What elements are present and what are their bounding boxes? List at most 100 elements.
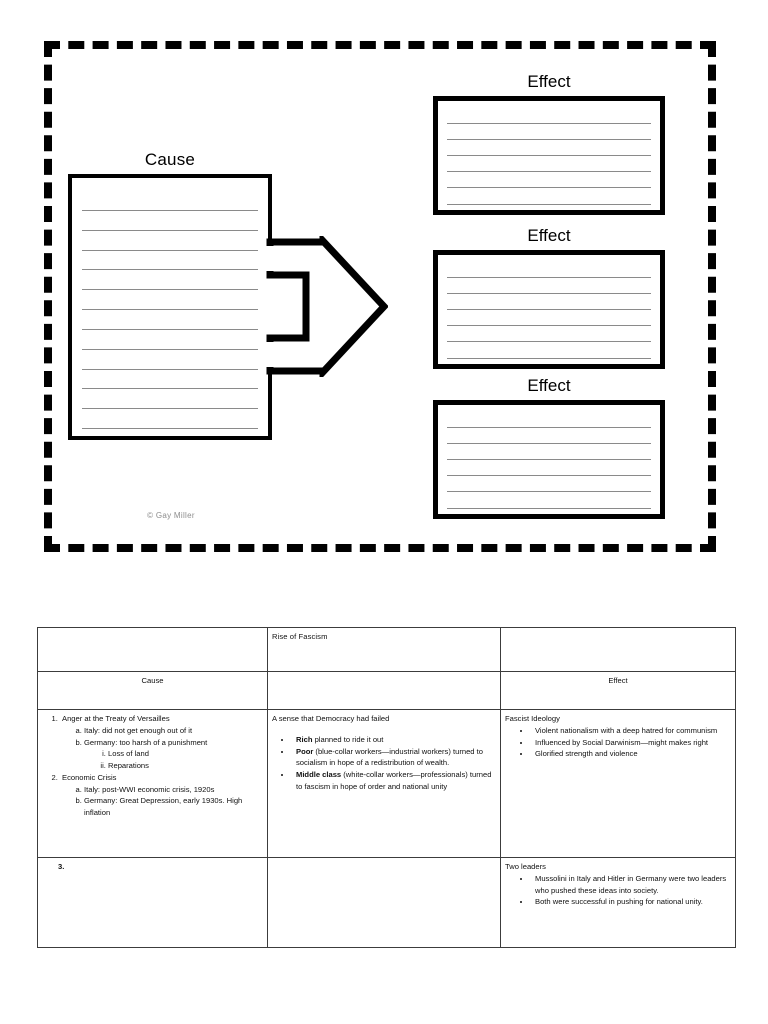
column-header-effect: Effect [500,671,736,710]
list-item: Both were successful in pushing for nati… [531,896,731,908]
ruled-line [447,325,651,326]
bullet-text: Influenced by Social Darwinism—might mak… [535,737,709,747]
bullet-text: Mussolini in Italy and Hitler in Germany… [535,873,727,895]
ruled-line [447,309,651,310]
cause-outline-list-1: Anger at the Treaty of Versailles Italy:… [42,713,263,819]
bullet-bold-lead: Middle class [296,770,342,780]
list-item: Germany: Great Depression, early 1930s. … [84,795,263,819]
effect-lead-text: Fascist Ideology [505,714,560,723]
effect-bullet-list: Violent nationalism with a deep hatred f… [505,725,731,760]
graphic-organizer-dashed-frame [44,41,716,552]
ruled-line [447,508,651,509]
cell-effect-2[interactable]: Two leaders Mussolini in Italy and Hitle… [500,857,736,948]
list-item: Italy: did not get enough out of it [84,725,263,737]
ruled-line [82,428,258,429]
list-item: Anger at the Treaty of Versailles Italy:… [60,713,263,772]
table-row: Anger at the Treaty of Versailles Italy:… [37,709,736,858]
table-row-subheader: Cause Effect [37,671,736,710]
ruled-line [82,329,258,330]
middle-bullet-list: Rich planned to ride it out Poor (blue-c… [272,734,496,793]
ruled-line [82,269,258,270]
ruled-line [447,204,651,205]
list-item: Reparations [108,760,263,772]
ruled-line [82,408,258,409]
list-item: Glorified strength and violence [531,748,731,760]
title-row-blank-left [37,627,268,672]
cause-outline-sublist: Italy: did not get enough out of it Germ… [62,725,263,772]
ruled-line [447,427,651,428]
effect-box-1-label: Effect [527,72,571,91]
ruled-line [82,289,258,290]
rise-of-fascism-notes-table: Rise of Fascism Cause Effect Anger at th… [37,627,736,948]
table-title: Rise of Fascism [267,627,501,672]
cause-box-label: Cause [144,150,196,169]
list-item: Mussolini in Italy and Hitler in Germany… [531,873,731,897]
bullet-text: Violent nationalism with a deep hatred f… [535,725,718,735]
ruled-line [447,139,651,140]
bullet-bold-lead: Rich [296,734,313,744]
outline-text: Italy: post-WWI economic crisis, 1920s [84,784,215,794]
bullet-bold-lead: Poor [296,746,314,756]
outline-text: Anger at the Treaty of Versailles [62,714,170,723]
ruled-line [447,187,651,188]
outline-text: Germany: Great Depression, early 1930s. … [84,796,243,818]
bullet-text: Glorified strength and violence [535,749,638,759]
ruled-line [82,369,258,370]
ruled-line [82,230,258,231]
effect-ruled-lines [438,101,660,210]
ruled-line [447,123,651,124]
column-header-cause: Cause [37,671,268,710]
ruled-line [82,250,258,251]
outline-text: Loss of land [108,749,149,759]
effect-lead-text: Two leaders [505,862,546,871]
ruled-line [82,388,258,389]
effect-box-1[interactable] [433,96,665,215]
outline-text: Reparations [108,761,149,771]
outline-text: Economic Crisis [62,772,117,782]
effect-box-3-label: Effect [527,376,571,395]
ruled-line [82,210,258,211]
bullet-text: Both were successful in pushing for nati… [535,897,703,907]
cause-outline-sublist: Italy: post-WWI economic crisis, 1920s G… [62,784,263,819]
column-header-middle [267,671,501,710]
bullet-text: (blue-collar workers—industrial workers)… [296,746,483,768]
list-item: Germany: too harsh of a punishment Loss … [84,737,263,772]
cell-cause-1[interactable]: Anger at the Treaty of Versailles Italy:… [37,709,268,858]
table-row: 3. Two leaders Mussolini in Italy and Hi… [37,857,736,948]
right-arrow-icon [266,236,388,377]
effect-ruled-lines [438,255,660,364]
ruled-line [447,491,651,492]
cause-outline-subsublist: Loss of land Reparations [84,748,263,772]
cell-middle-2[interactable] [267,857,501,948]
cell-middle-1[interactable]: A sense that Democracy had failed Rich p… [267,709,501,858]
effect-ruled-lines [438,405,660,514]
effect-bullet-list: Mussolini in Italy and Hitler in Germany… [505,873,731,908]
bullet-text: (white-collar workers—professionals) tur… [296,770,492,791]
effect-box-2-label: Effect [527,226,571,245]
ruled-line [447,155,651,156]
ruled-line [447,358,651,359]
cause-item-number: 3. [58,862,65,871]
cell-cause-2[interactable]: 3. [37,857,268,948]
outline-text: Germany: too harsh of a punishment [84,737,208,747]
ruled-line [82,349,258,350]
cause-ruled-lines [72,178,268,436]
middle-lead-text: A sense that Democracy had failed [272,714,390,723]
list-item: Rich planned to ride it out [292,734,496,746]
ruled-line [447,171,651,172]
effect-box-2[interactable] [433,250,665,369]
cell-effect-1[interactable]: Fascist Ideology Violent nationalism wit… [500,709,736,858]
ruled-line [447,277,651,278]
table-row-title: Rise of Fascism [37,627,736,672]
ruled-line [447,459,651,460]
cause-box[interactable] [68,174,272,440]
list-item: Loss of land [108,748,263,760]
effect-box-3[interactable] [433,400,665,519]
list-item: Poor (blue-collar workers—industrial wor… [292,746,496,770]
ruled-line [447,293,651,294]
ruled-line [447,341,651,342]
ruled-line [447,443,651,444]
list-item: Economic Crisis Italy: post-WWI economic… [60,772,263,819]
list-item: Middle class (white-collar workers—profe… [292,769,496,793]
title-row-blank-right [500,627,736,672]
